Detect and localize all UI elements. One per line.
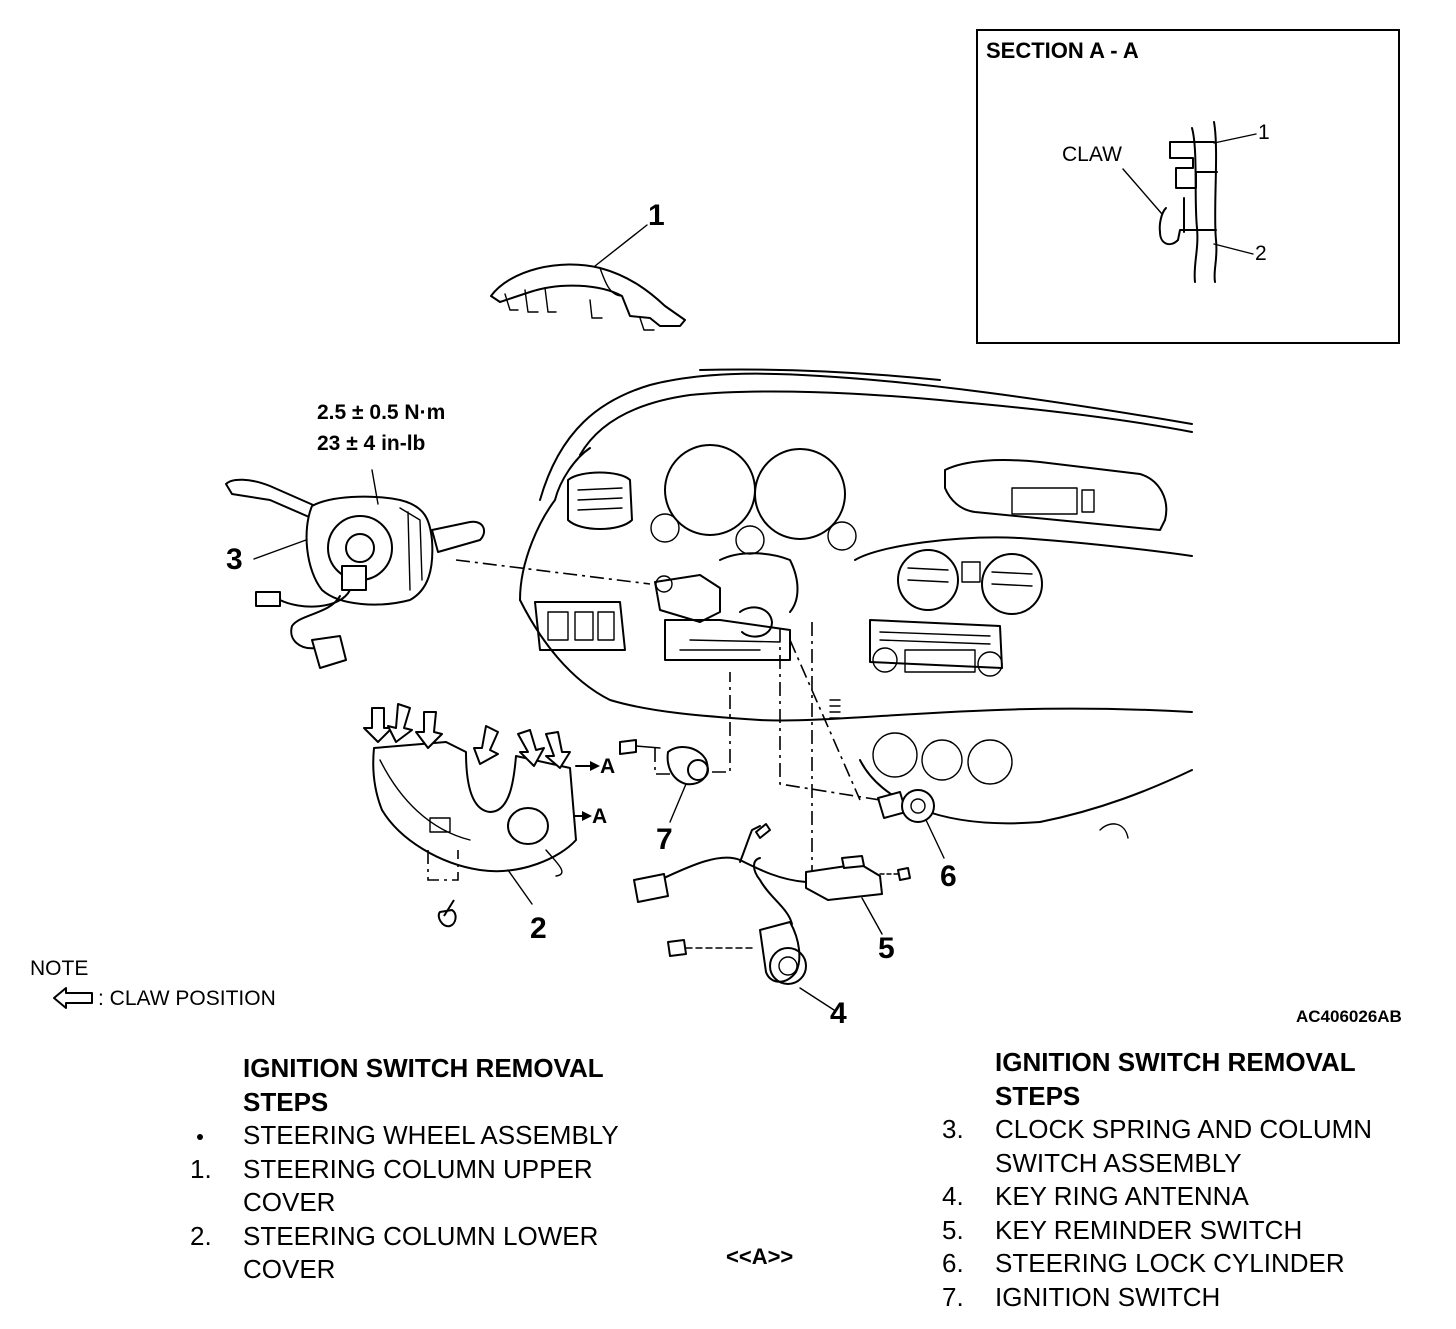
step-marker: <<A>> xyxy=(726,1244,794,1269)
step-number: 7. xyxy=(942,1281,964,1312)
callout-7: 7 xyxy=(656,823,673,856)
steps-left-title-line1: IGNITION SWITCH REMOVAL xyxy=(243,1053,604,1083)
torque-spec-imperial: 23 ± 4 in-lb xyxy=(317,432,426,455)
step-text: STEERING COLUMN LOWER xyxy=(243,1220,599,1251)
step-text: STEERING WHEEL ASSEMBLY xyxy=(243,1120,619,1150)
ignition-switch-part xyxy=(619,672,731,823)
step-number: 3. xyxy=(942,1114,964,1144)
step-number: 2. xyxy=(190,1220,212,1251)
note-heading: NOTE xyxy=(30,957,89,980)
step-text: CLOCK SPRING AND COLUMN xyxy=(995,1114,1373,1144)
step-item: 2. STEERING COLUMN LOWER xyxy=(190,1220,710,1254)
steps-right: IGNITION SWITCH REMOVAL STEPS 3. CLOCK SP… xyxy=(942,1046,1442,1314)
step-item: 1. STEERING COLUMN UPPER xyxy=(190,1153,710,1187)
step-text: STEERING LOCK CYLINDER xyxy=(995,1248,1345,1278)
step-text-continued: SWITCH ASSEMBLY xyxy=(995,1147,1242,1178)
claw-position-arrow xyxy=(53,987,93,1009)
clock-spring-part xyxy=(225,469,486,669)
step-item: 6. STEERING LOCK CYLINDER xyxy=(942,1247,1442,1281)
lower-cover-part xyxy=(363,703,600,928)
step-item: 4. KEY RING ANTENNA xyxy=(942,1180,1442,1214)
step-number: 1. xyxy=(190,1153,212,1184)
steps-left: IGNITION SWITCH REMOVAL STEPS STEERING W… xyxy=(190,1052,710,1287)
steps-right-title-line1: IGNITION SWITCH REMOVAL xyxy=(995,1047,1356,1077)
callout-1: 1 xyxy=(648,199,665,232)
step-text: KEY REMINDER SWITCH xyxy=(995,1214,1303,1245)
step-item: 3. CLOCK SPRING AND COLUMN xyxy=(942,1113,1442,1147)
key-ring-antenna-part xyxy=(667,857,835,1011)
note-legend-text: : CLAW POSITION xyxy=(98,987,276,1010)
callout-3: 3 xyxy=(226,543,243,576)
callout-4: 4 xyxy=(830,997,847,1030)
step-number: 4. xyxy=(942,1181,964,1211)
key-reminder-switch-part xyxy=(633,622,911,935)
callout-5: 5 xyxy=(878,932,895,965)
dashboard-outline xyxy=(519,368,1193,839)
claw-label: CLAW xyxy=(1062,143,1122,166)
section-mark-lower: A xyxy=(592,805,608,828)
step-bullet xyxy=(197,1134,203,1141)
step-number: 5. xyxy=(942,1214,964,1245)
callout-2: 2 xyxy=(530,912,547,945)
section-part-1-label: 1 xyxy=(1258,121,1270,144)
figure-id: AC406026AB xyxy=(1296,1007,1402,1026)
step-text: KEY RING ANTENNA xyxy=(995,1181,1249,1211)
torque-spec-metric: 2.5 ± 0.5 N·m xyxy=(317,401,446,424)
step-number: 6. xyxy=(942,1248,964,1278)
section-part-2-label: 2 xyxy=(1255,242,1267,265)
callout-6: 6 xyxy=(940,860,957,893)
steering-lock-cylinder-part xyxy=(877,789,945,859)
steps-left-title-line2: STEPS xyxy=(243,1086,329,1117)
step-item: 7. IGNITION SWITCH xyxy=(942,1281,1442,1315)
alignment-lines xyxy=(455,559,861,801)
step-text-continued: COVER xyxy=(243,1254,336,1284)
step-text: STEERING COLUMN UPPER xyxy=(243,1153,593,1184)
step-item: 5. KEY REMINDER SWITCH xyxy=(942,1214,1442,1248)
upper-cover-part xyxy=(490,224,686,331)
step-item: STEERING WHEEL ASSEMBLY xyxy=(190,1119,710,1153)
section-mark-upper: A xyxy=(600,755,616,778)
steps-right-title-line2: STEPS xyxy=(995,1080,1081,1111)
step-text-continued: COVER xyxy=(243,1187,336,1217)
section-a-a-inset xyxy=(976,29,1400,344)
step-text: IGNITION SWITCH xyxy=(995,1281,1221,1312)
section-title: SECTION A - A xyxy=(986,38,1139,63)
